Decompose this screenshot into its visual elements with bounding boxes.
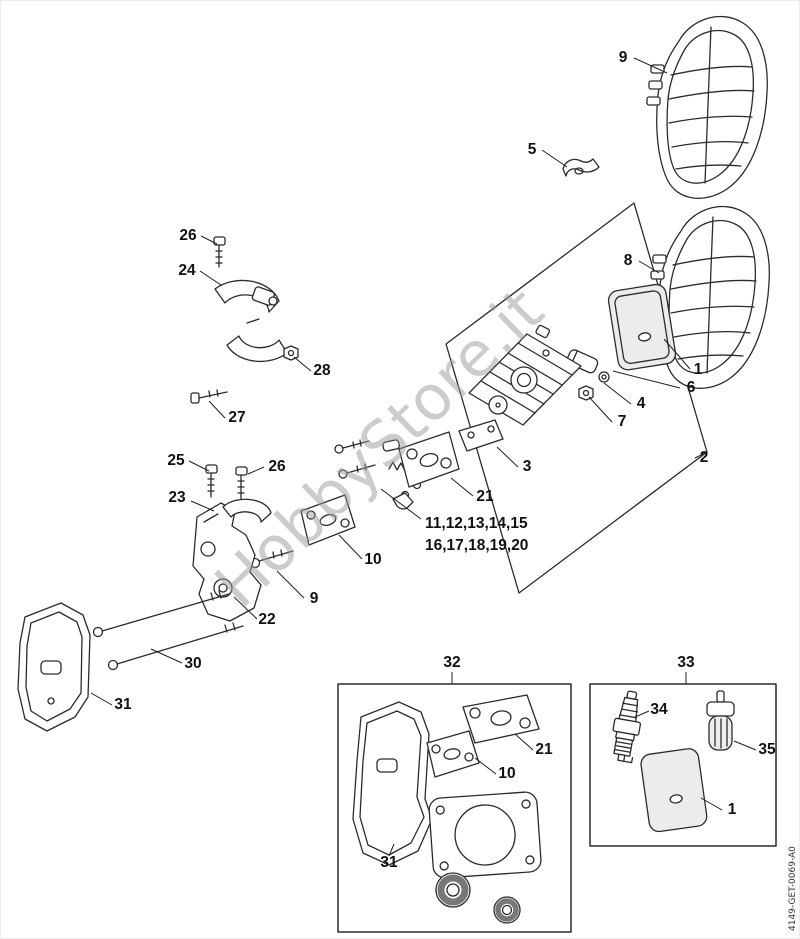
callout-11-15-group: 11,12,13,14,15 xyxy=(425,515,528,532)
callout-22: 22 xyxy=(258,611,275,628)
drawing-code: 4149-GET-0069-A0 xyxy=(788,846,798,931)
callout-1-filter-top: 1 xyxy=(694,361,703,378)
callout-26-screw-mid: 26 xyxy=(268,458,286,475)
long-screws-30 xyxy=(92,590,244,671)
callout-4: 4 xyxy=(637,395,646,412)
flange-gasket-21 xyxy=(398,431,460,488)
callout-33-kit: 33 xyxy=(677,654,695,671)
fuel-filter xyxy=(706,690,735,751)
leader-lines xyxy=(90,57,757,857)
callout-8-cover: 8 xyxy=(624,252,633,269)
callout-16-20-group: 16,17,18,19,20 xyxy=(425,537,528,554)
watermark-text: HobbyStore.it xyxy=(201,274,557,622)
air-filter-cover-top xyxy=(646,15,768,199)
spark-plug xyxy=(612,690,642,764)
callout-6: 6 xyxy=(687,379,696,396)
callout-5-clip: 5 xyxy=(528,141,537,158)
gasket-10 xyxy=(300,494,356,546)
callout-26-screw-top: 26 xyxy=(179,227,197,244)
air-filter-element-top xyxy=(607,283,677,371)
callout-2-assembly: 2 xyxy=(700,449,709,466)
bracket-part-3 xyxy=(458,419,504,452)
air-filter-element-kit xyxy=(640,748,708,833)
callout-30-screws: 30 xyxy=(184,655,201,672)
backing-plate-31-left xyxy=(17,602,91,732)
callout-21-kit: 21 xyxy=(535,741,553,758)
callout-27-screw: 27 xyxy=(228,409,245,426)
callout-3-bracket: 3 xyxy=(523,458,532,475)
callout-labels: 9 5 26 24 8 28 1 6 4 7 27 2 3 25 26 21 2… xyxy=(114,49,776,871)
callout-32-kit: 32 xyxy=(443,654,460,671)
carburetor-small-parts xyxy=(334,439,422,510)
callout-23-manifold: 23 xyxy=(168,489,186,506)
callout-31-kit: 31 xyxy=(380,854,398,871)
callout-31-plate: 31 xyxy=(114,696,132,713)
callout-1-kit: 1 xyxy=(728,801,737,818)
diagram-artwork xyxy=(17,15,777,933)
callout-9-screw: 9 xyxy=(310,590,319,607)
callout-9-cover-top: 9 xyxy=(619,49,628,66)
clip-part-5 xyxy=(562,158,600,177)
service-kit-box-33 xyxy=(589,683,777,847)
callout-24-clamp: 24 xyxy=(178,262,196,279)
callout-7: 7 xyxy=(618,413,627,430)
gasket-kit-box-32 xyxy=(337,683,572,933)
callout-35-fuel-filter: 35 xyxy=(758,741,776,758)
callout-10-gasket: 10 xyxy=(364,551,381,568)
callout-10-kit: 10 xyxy=(498,765,515,782)
callout-21-flange: 21 xyxy=(476,488,494,505)
screws-25-26 xyxy=(205,464,248,500)
callout-25-screw: 25 xyxy=(167,452,185,469)
upper-clamp-group xyxy=(190,236,299,404)
intake-manifold xyxy=(192,498,272,622)
callout-34-spark-plug: 34 xyxy=(650,701,668,718)
callout-28-nut: 28 xyxy=(313,362,331,379)
carburetor xyxy=(468,324,582,426)
